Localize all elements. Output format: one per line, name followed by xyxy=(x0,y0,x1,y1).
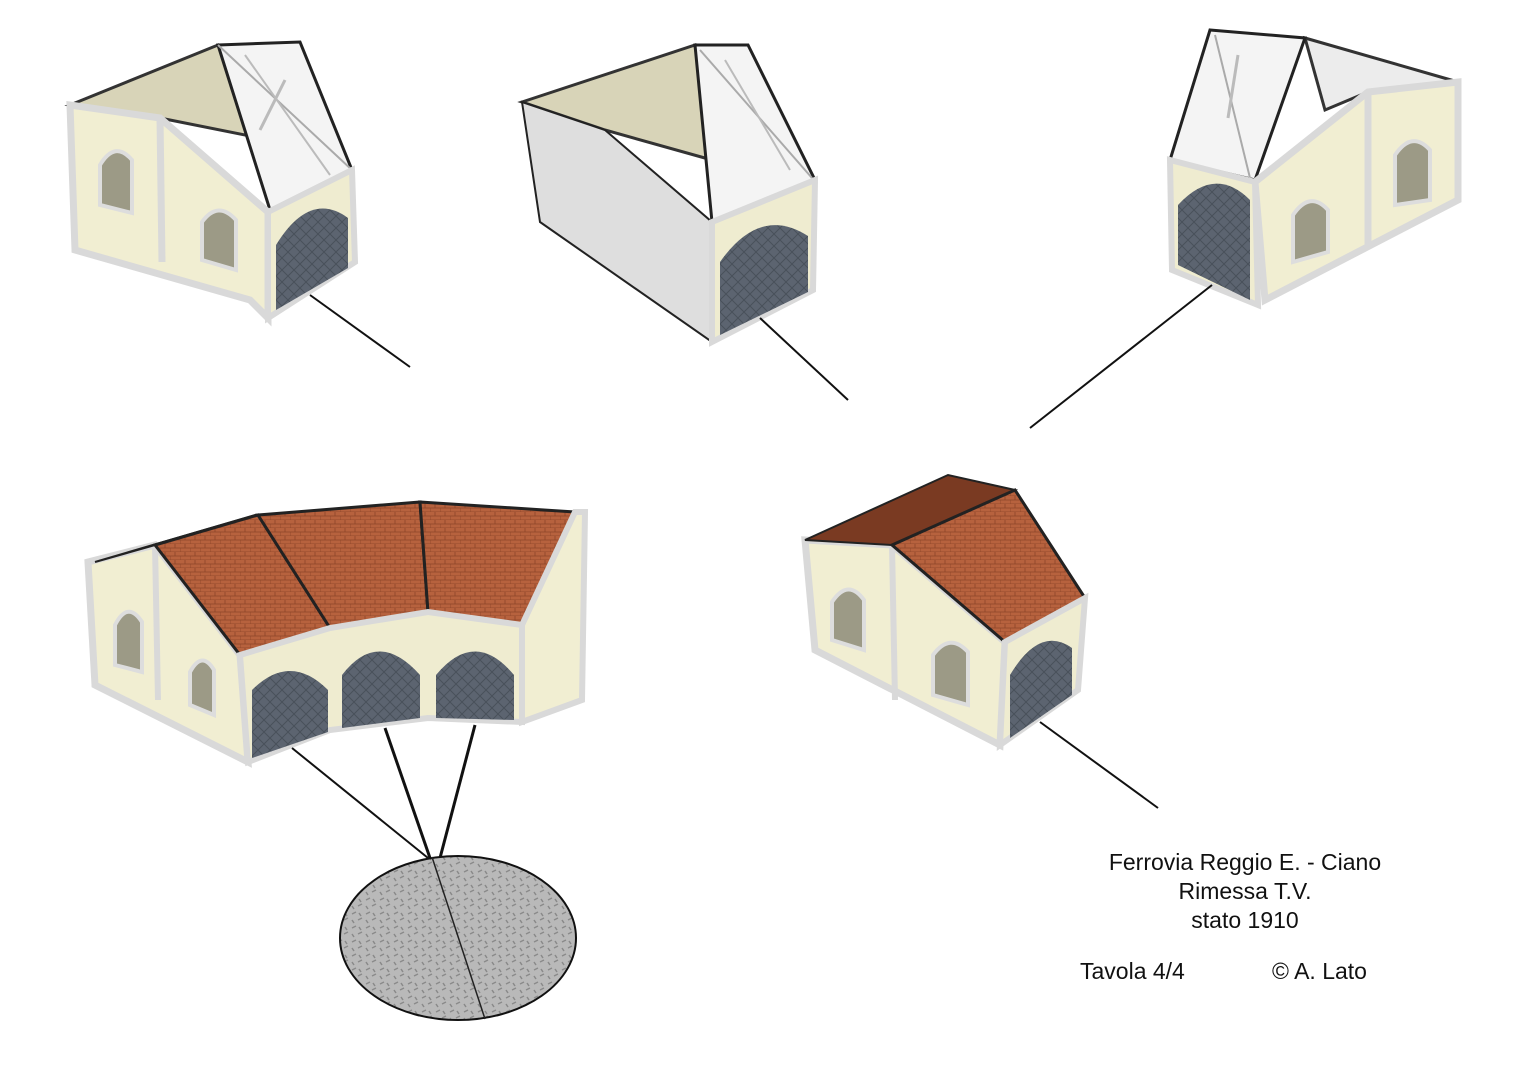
shed-view-open-roof-right xyxy=(1029,28,1462,429)
shed-view-open-roof-middle xyxy=(517,43,849,401)
sheet-number: Tavola 4/4 xyxy=(1080,958,1185,984)
drawing-title-block: Ferrovia Reggio E. - Ciano Rimessa T.V. … xyxy=(1040,848,1450,935)
roundhouse-three-bays-with-turntable xyxy=(84,500,589,1021)
shed-view-complete-roof xyxy=(801,473,1159,809)
title-date-state: stato 1910 xyxy=(1191,907,1299,933)
copyright-notice: © A. Lato xyxy=(1272,958,1367,984)
shed-view-open-roof-left xyxy=(64,40,411,368)
title-building: Rimessa T.V. xyxy=(1178,878,1312,904)
title-railway: Ferrovia Reggio E. - Ciano xyxy=(1108,849,1382,875)
